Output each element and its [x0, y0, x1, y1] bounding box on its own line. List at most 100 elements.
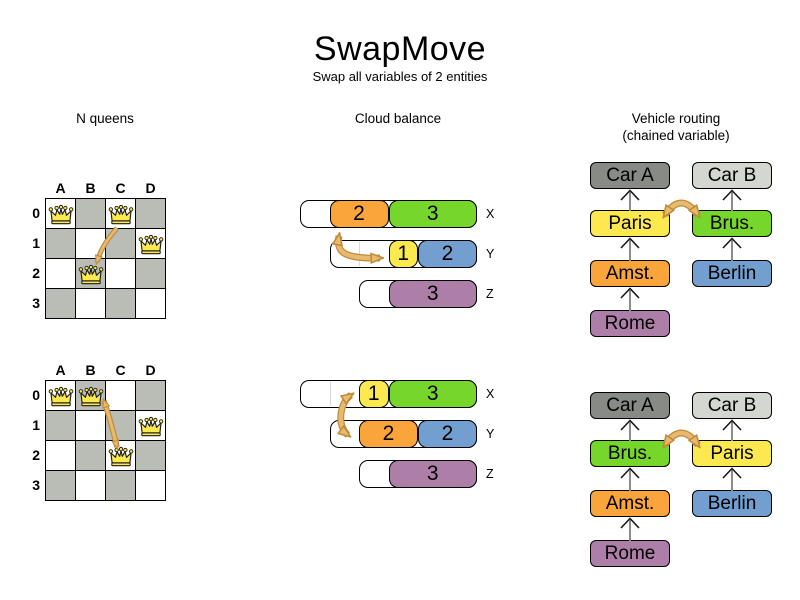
computer-label: Z [486, 287, 494, 301]
computer-label: Y [486, 427, 495, 441]
board-column-label: C [115, 180, 126, 196]
queen-icon [78, 264, 104, 285]
chain-arrow-icon [620, 419, 640, 431]
queen-icon [108, 446, 134, 467]
chain-arrow-icon [620, 517, 640, 529]
vehicle-node-carb: Car B [692, 392, 772, 419]
queen [138, 234, 164, 255]
queen [78, 264, 104, 285]
chain-arrow-icon [620, 287, 640, 299]
process-block: 3 [388, 460, 477, 488]
column-header-vehicle-routing-sub: (chained variable) [622, 128, 730, 143]
process-block: 1 [388, 240, 418, 268]
computer-label: Y [486, 247, 495, 261]
chain-arrow-icon [722, 189, 742, 201]
board-row-label: 1 [32, 235, 40, 251]
queen-icon [48, 386, 74, 407]
queen [48, 386, 74, 407]
vehicle-node-brus: Brus. [590, 440, 670, 467]
board-column-label: A [55, 362, 66, 378]
vehicle-node-amst: Amst. [590, 490, 670, 517]
board-cell [105, 470, 136, 501]
chain-arrow-icon [620, 189, 640, 201]
vehicle-node-rome: Rome [590, 310, 670, 337]
vehicle-node-berlin: Berlin [692, 490, 772, 517]
queen [108, 204, 134, 225]
board-cell [105, 380, 136, 411]
board-row-label: 0 [32, 205, 40, 221]
board-column-label: B [85, 180, 96, 196]
column-header-vehicle-routing: Vehicle routing [631, 111, 721, 126]
board-cell [75, 410, 106, 441]
page-title: SwapMove [313, 30, 487, 68]
board-cell [45, 440, 76, 471]
vehicle-node-cara: Car A [590, 392, 670, 419]
process-block: 2 [329, 200, 389, 228]
vehicle-node-paris: Paris [590, 210, 670, 237]
unit-divider [329, 382, 331, 406]
board-row-label: 1 [32, 417, 40, 433]
board-cell [135, 288, 166, 319]
computer-label: X [486, 387, 495, 401]
vehicle-node-berlin: Berlin [692, 260, 772, 287]
board-cell [135, 258, 166, 289]
board-cell [105, 288, 136, 319]
vehicle-node-carb: Car B [692, 162, 772, 189]
column-header-nqueens: N queens [76, 111, 134, 126]
queen [78, 386, 104, 407]
process-block: 2 [418, 240, 477, 268]
board-column-label: C [115, 362, 126, 378]
column-header-cloud-balance: Cloud balance [354, 111, 442, 126]
vehicle-node-rome: Rome [590, 540, 670, 567]
queen-icon [48, 204, 74, 225]
board-cell [45, 258, 76, 289]
chain-arrow-icon [722, 419, 742, 431]
queen-icon [138, 416, 164, 437]
board-column-label: B [85, 362, 96, 378]
chain-arrow-icon [722, 467, 742, 479]
board-row-label: 2 [32, 265, 40, 281]
queen [138, 416, 164, 437]
unit-divider [359, 242, 360, 266]
board-row-label: 3 [32, 295, 40, 311]
board-cell [75, 470, 106, 501]
queen [48, 204, 74, 225]
board-cell [105, 410, 136, 441]
vehicle-node-amst: Amst. [590, 260, 670, 287]
board-row-label: 3 [32, 477, 40, 493]
board-cell [105, 258, 136, 289]
chain-arrow-icon [722, 237, 742, 249]
computer-label: X [486, 207, 495, 221]
board-row-label: 0 [32, 387, 40, 403]
board-cell [135, 440, 166, 471]
queen [108, 446, 134, 467]
board-row-label: 2 [32, 447, 40, 463]
queen-icon [78, 386, 104, 407]
queen-icon [138, 234, 164, 255]
board-cell [75, 440, 106, 471]
board-cell [45, 228, 76, 259]
board-cell [45, 410, 76, 441]
board-cell [45, 288, 76, 319]
board-cell [75, 228, 106, 259]
board-column-label: A [55, 180, 66, 196]
queen-icon [108, 204, 134, 225]
process-block: 3 [388, 380, 477, 408]
board-column-label: D [145, 180, 156, 196]
board-cell [75, 288, 106, 319]
computer-label: Z [486, 467, 494, 481]
process-block: 3 [388, 280, 477, 308]
page-subtitle: Swap all variables of 2 entities [312, 69, 488, 84]
board-cell [75, 198, 106, 229]
board-column-label: D [145, 362, 156, 378]
board-cell [135, 380, 166, 411]
board-cell [135, 470, 166, 501]
chain-arrow-icon [620, 237, 640, 249]
vehicle-node-paris: Paris [692, 440, 772, 467]
vehicle-node-cara: Car A [590, 162, 670, 189]
process-block: 2 [418, 420, 477, 448]
process-block: 1 [359, 380, 389, 408]
board-cell [45, 470, 76, 501]
process-block: 2 [359, 420, 418, 448]
